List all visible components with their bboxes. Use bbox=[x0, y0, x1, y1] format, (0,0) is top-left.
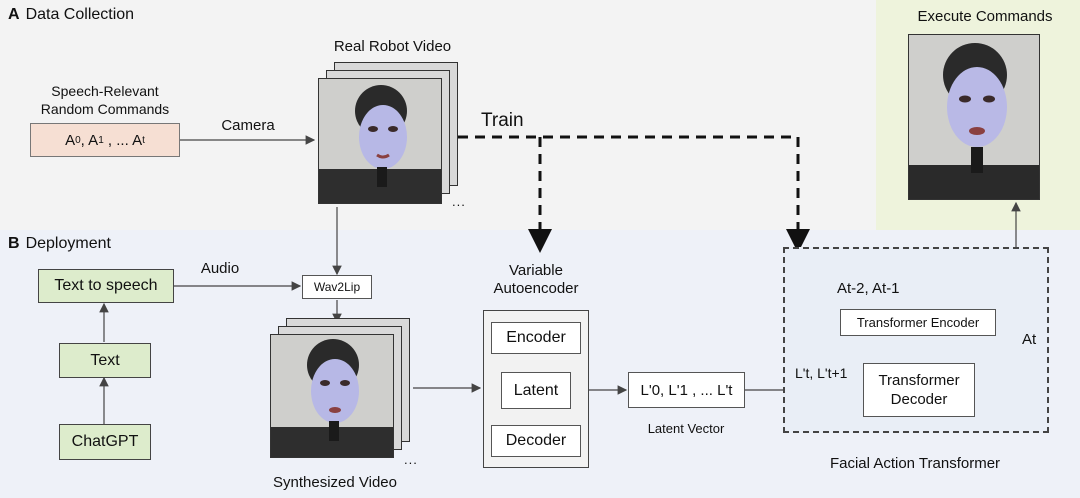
real-robot-video-frame bbox=[318, 78, 442, 204]
latent-vector-label: Latent Vector bbox=[647, 421, 725, 436]
commands-label: Speech-Relevant Random Commands bbox=[30, 82, 180, 118]
robot-face-image bbox=[319, 79, 441, 203]
train-label: Train bbox=[481, 110, 524, 131]
latent-box: Latent bbox=[501, 372, 571, 409]
section-a-text: Data Collection bbox=[25, 6, 135, 23]
decoder-box: Decoder bbox=[491, 425, 581, 457]
audio-label: Audio bbox=[200, 260, 240, 277]
synth-video-ellipsis: ... bbox=[404, 452, 418, 467]
latent-input-label: L't, L't+1 bbox=[795, 365, 848, 381]
execute-robot-frame bbox=[908, 34, 1040, 200]
transformer-decoder-line-2: Decoder bbox=[890, 391, 948, 408]
output-command-label: At bbox=[1022, 331, 1037, 348]
real-video-ellipsis: ... bbox=[452, 194, 466, 209]
cmd-a0: A bbox=[65, 131, 76, 149]
cmd-s0: 0 bbox=[75, 134, 81, 146]
synthesized-video-label: Synthesized Video bbox=[273, 474, 397, 491]
synthesized-video-frame bbox=[270, 334, 394, 458]
real-robot-video-label: Real Robot Video bbox=[333, 38, 452, 55]
chatgpt-box: ChatGPT bbox=[59, 424, 151, 460]
robot-face-image-execute bbox=[909, 35, 1039, 199]
cmd-s1: 1 bbox=[98, 134, 104, 146]
section-a-title: A Data Collection bbox=[8, 6, 134, 24]
section-b-letter: B bbox=[8, 235, 20, 252]
text-box: Text bbox=[59, 343, 151, 378]
transformer-decoder-box: Transformer Decoder bbox=[863, 363, 975, 417]
commands-label-line-2: Random Commands bbox=[40, 101, 170, 117]
facial-action-transformer-label: Facial Action Transformer bbox=[829, 455, 1001, 472]
cmd-st: t bbox=[142, 134, 145, 146]
vae-title-line-1: Variable bbox=[509, 262, 563, 279]
encoder-box: Encoder bbox=[491, 322, 581, 354]
robot-face-image-synth bbox=[271, 335, 393, 457]
vae-title: Variable Autoencoder bbox=[470, 262, 602, 298]
input-commands-label: At-2, At-1 bbox=[837, 280, 900, 297]
vae-title-line-2: Autoencoder bbox=[493, 280, 579, 297]
camera-label: Camera bbox=[221, 117, 275, 134]
section-b-text: Deployment bbox=[25, 235, 111, 252]
transformer-decoder-line-1: Transformer bbox=[878, 372, 960, 389]
section-a-letter: A bbox=[8, 6, 20, 23]
latent-vector-box: L'0, L'1 , ... L't bbox=[628, 372, 745, 408]
wav2lip-box: Wav2Lip bbox=[302, 275, 372, 299]
cmd-rest: , ... A bbox=[103, 131, 143, 149]
text-to-speech-box: Text to speech bbox=[38, 269, 174, 303]
commands-label-line-1: Speech-Relevant bbox=[51, 83, 159, 99]
section-b-title: B Deployment bbox=[8, 235, 111, 253]
execute-commands-label: Execute Commands bbox=[917, 8, 1053, 25]
transformer-encoder-box: Transformer Encoder bbox=[840, 309, 996, 336]
cmd-a1: , A bbox=[80, 131, 99, 149]
